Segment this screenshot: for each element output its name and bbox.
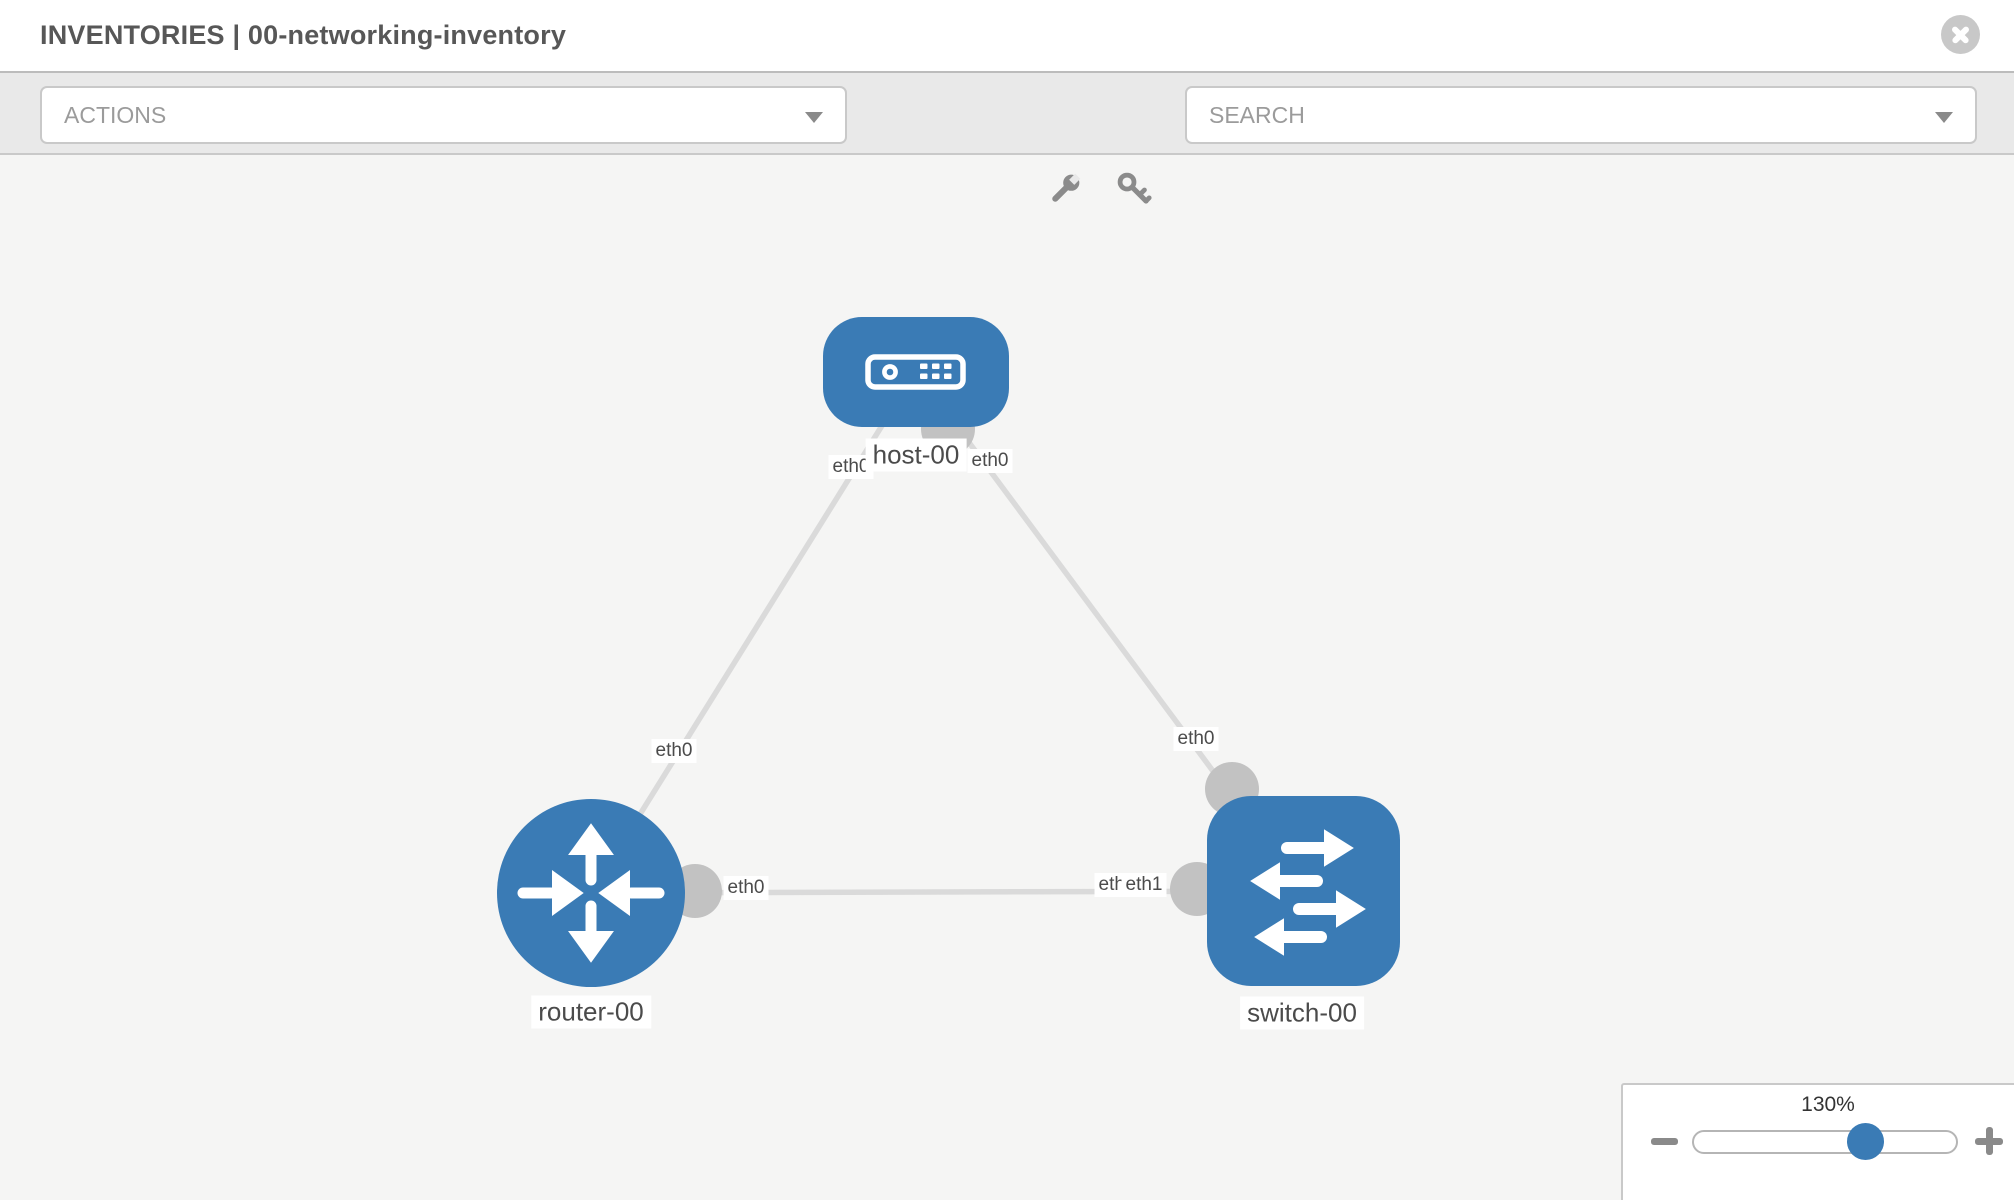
interface-label: eth0 (1173, 727, 1219, 751)
node-host-00[interactable] (823, 317, 1009, 427)
actions-dropdown-label: ACTIONS (64, 102, 167, 128)
zoom-slider-thumb[interactable] (1847, 1123, 1884, 1160)
key-icon (1117, 172, 1152, 204)
interface-label: eth0 (723, 876, 769, 900)
zoom-panel: 130% (1621, 1083, 2014, 1200)
interface-label: eth0 (967, 449, 1013, 473)
interface-connectors (668, 402, 1259, 918)
node-router-00[interactable] (497, 799, 685, 987)
zoom-in-button[interactable] (1973, 1125, 2005, 1157)
wrench-icon (1052, 173, 1081, 202)
actions-dropdown[interactable]: ACTIONS (40, 86, 847, 144)
header: INVENTORIES | 00-networking-inventory (0, 0, 2014, 73)
node-label-host: host-00 (865, 438, 967, 472)
node-switch-00[interactable] (1207, 796, 1400, 986)
zoom-level: 130% (1801, 1093, 1855, 1116)
toolbar: ACTIONS SEARCH (0, 73, 2014, 204)
page-title: INVENTORIES | 00-networking-inventory (40, 20, 567, 50)
zoom-slider-track[interactable] (1692, 1130, 1958, 1154)
node-label-switch: switch-00 (1240, 996, 1364, 1030)
chevron-down-icon (805, 112, 823, 123)
interface-label: eth1 (1121, 873, 1167, 897)
plus-icon (1985, 1127, 1993, 1155)
node-label-router: router-00 (531, 995, 651, 1029)
interface-label: eth0 (651, 739, 697, 763)
chevron-down-icon (1935, 112, 1953, 123)
credentials-button[interactable] (1115, 170, 1153, 208)
switch-icon (1250, 829, 1366, 956)
router-icon (517, 823, 665, 963)
zoom-out-button[interactable] (1651, 1138, 1678, 1145)
search-dropdown[interactable]: SEARCH (1185, 86, 1977, 144)
host-icon (865, 354, 966, 390)
close-button[interactable] (1941, 15, 1980, 54)
search-dropdown-label: SEARCH (1209, 102, 1305, 128)
configure-button[interactable] (1046, 170, 1084, 208)
